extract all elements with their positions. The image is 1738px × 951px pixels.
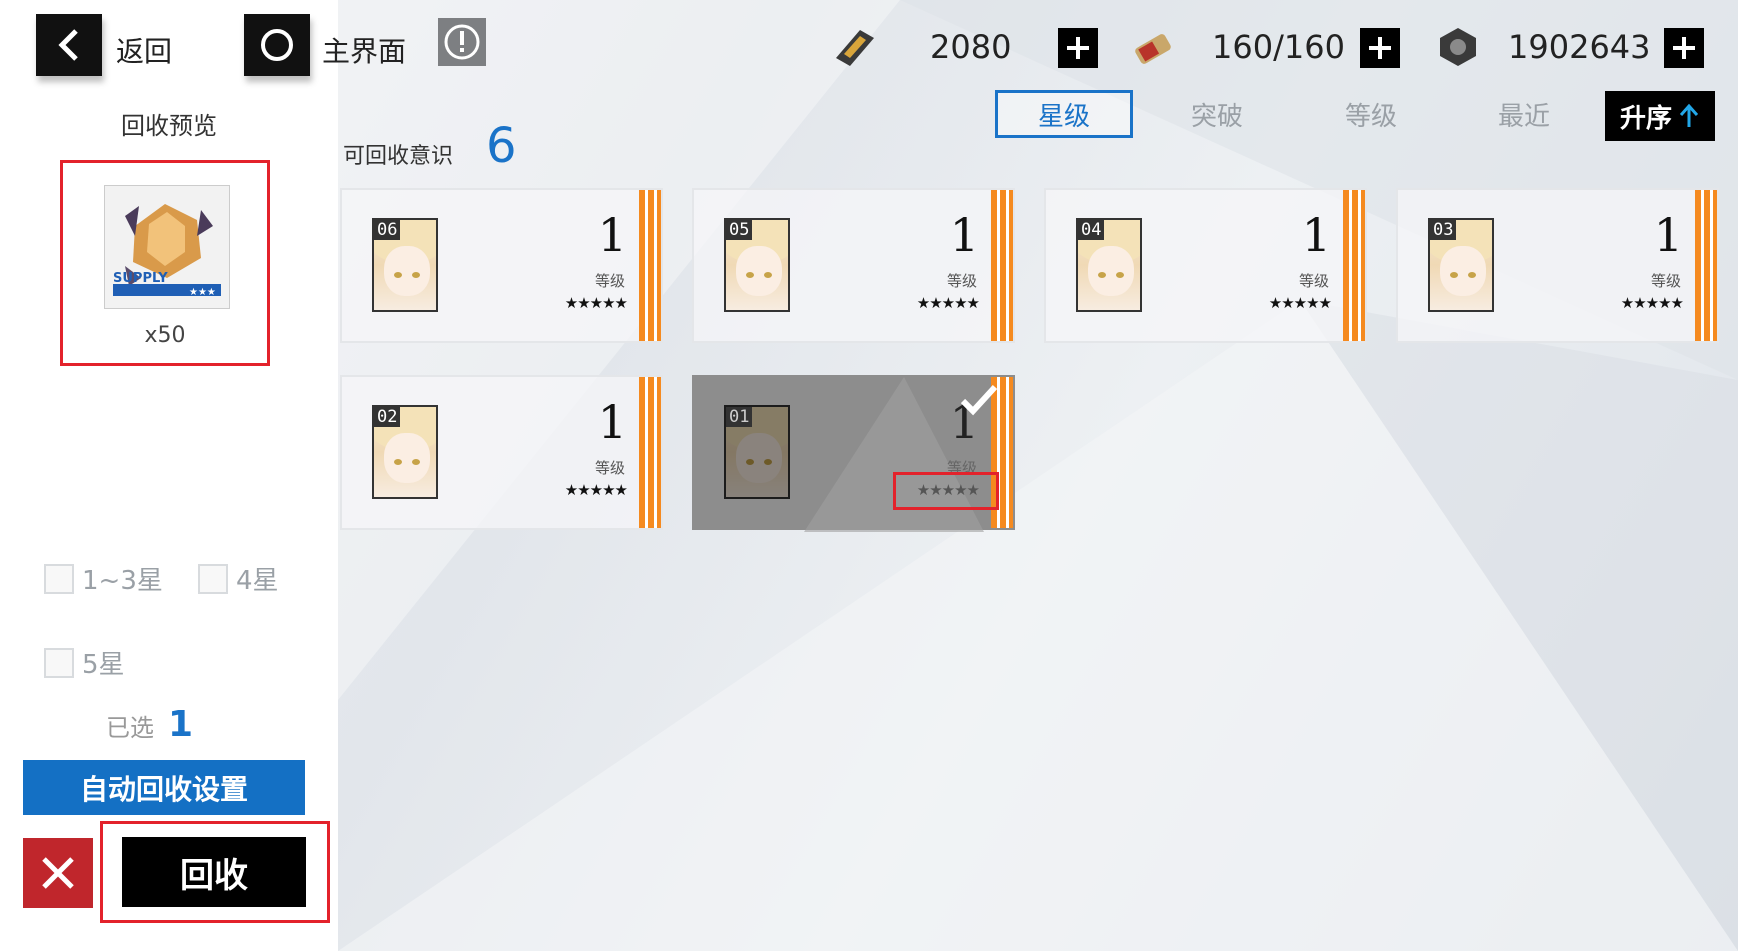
add-stamina-button[interactable] xyxy=(1360,28,1400,68)
memory-card[interactable]: 02 1 等级 ★★★★★ xyxy=(340,375,663,530)
add-coins-button[interactable] xyxy=(1664,28,1704,68)
card-level: 1 xyxy=(1653,208,1683,262)
card-level: 1 xyxy=(597,208,627,262)
rarity-stripe xyxy=(1695,190,1717,341)
tab-breakthrough[interactable]: 突破 xyxy=(1190,101,1243,132)
tab-star-rank[interactable]: 星级 xyxy=(995,90,1133,138)
card-number: 01 xyxy=(726,407,753,427)
memory-card-selected[interactable]: 01 1 等级 ★★★★★ xyxy=(692,375,1015,532)
stamina-value: 160/160 xyxy=(1212,28,1345,66)
stars-highlight xyxy=(893,472,999,510)
card-level-label: 等级 xyxy=(594,272,625,290)
rarity-stripe xyxy=(639,190,661,341)
card-number: 03 xyxy=(1430,220,1457,240)
battery-icon xyxy=(1135,34,1171,64)
selection-overlay xyxy=(804,377,984,532)
rarity-stripe xyxy=(639,377,661,528)
coin-icon xyxy=(1440,28,1476,66)
plus-icon xyxy=(1673,37,1695,59)
character-portrait xyxy=(372,218,438,312)
plus-icon xyxy=(1067,37,1089,59)
checkbox[interactable] xyxy=(198,563,228,594)
supply-quantity: x50 xyxy=(144,323,186,348)
supply-item-icon: SUPPLY ★★★ xyxy=(104,185,230,309)
coins-value: 1902643 xyxy=(1508,28,1651,66)
ticket-value: 2080 xyxy=(930,28,1012,66)
auto-recycle-settings-button[interactable]: 自动回收设置 xyxy=(23,760,305,815)
character-portrait xyxy=(724,405,790,499)
supply-crystal-icon: SUPPLY ★★★ xyxy=(113,204,221,298)
exclamation-icon xyxy=(444,24,480,60)
card-stars: ★★★★★ xyxy=(564,294,628,312)
card-stars: ★★★★★ xyxy=(916,294,980,312)
recycle-button-highlight xyxy=(100,821,330,923)
recyclable-label: 可回收意识 xyxy=(343,144,454,169)
supply-text: SUPPLY xyxy=(113,271,168,286)
card-number: 06 xyxy=(374,220,401,240)
cancel-button[interactable] xyxy=(23,838,93,908)
card-number: 04 xyxy=(1078,220,1105,240)
character-portrait xyxy=(1076,218,1142,312)
memory-card[interactable]: 04 1 等级 ★★★★★ xyxy=(1044,188,1367,343)
recyclable-count: 6 xyxy=(486,118,517,174)
sort-order-label: 升序 xyxy=(1619,103,1672,134)
filter-4-star[interactable]: 4星 xyxy=(198,560,279,597)
rarity-stripe xyxy=(991,190,1013,341)
card-level: 1 xyxy=(597,395,627,449)
rarity-stripe xyxy=(1343,190,1365,341)
home-button[interactable] xyxy=(244,14,310,76)
card-level: 1 xyxy=(1301,208,1331,262)
selected-count: 1 xyxy=(168,704,194,745)
character-portrait xyxy=(724,218,790,312)
sort-order-button[interactable]: 升序 xyxy=(1605,91,1715,141)
preview-item-highlight: SUPPLY ★★★ x50 xyxy=(60,160,270,366)
card-number: 05 xyxy=(726,220,753,240)
filter-1-3-star[interactable]: 1~3星 xyxy=(44,560,163,597)
filter-5-star[interactable]: 5星 xyxy=(44,644,125,681)
preview-title: 回收预览 xyxy=(121,112,217,140)
memory-card[interactable]: 03 1 等级 ★★★★★ xyxy=(1396,188,1719,343)
add-ticket-button[interactable] xyxy=(1058,28,1098,68)
card-number: 02 xyxy=(374,407,401,427)
card-stars: ★★★★★ xyxy=(1620,294,1684,312)
arrow-up-icon xyxy=(1679,103,1699,127)
supply-stars: ★★★ xyxy=(189,287,216,298)
filter-label: 4星 xyxy=(236,566,279,596)
card-level-label: 等级 xyxy=(946,272,977,290)
checkbox[interactable] xyxy=(44,647,74,678)
checkbox[interactable] xyxy=(44,563,74,594)
memory-card[interactable]: 05 1 等级 ★★★★★ xyxy=(692,188,1015,343)
tab-recent[interactable]: 最近 xyxy=(1497,101,1550,132)
card-level-label: 等级 xyxy=(594,459,625,477)
back-label[interactable]: 返回 xyxy=(116,35,173,68)
selected-label: 已选 xyxy=(106,714,154,742)
card-level-label: 等级 xyxy=(1298,272,1329,290)
card-stars: ★★★★★ xyxy=(1268,294,1332,312)
info-button[interactable] xyxy=(438,18,486,66)
card-level-label: 等级 xyxy=(1650,272,1681,290)
memory-card[interactable]: 06 1 等级 ★★★★★ xyxy=(340,188,663,343)
filter-label: 1~3星 xyxy=(82,566,163,596)
card-stars: ★★★★★ xyxy=(564,481,628,499)
tab-level[interactable]: 等级 xyxy=(1344,101,1397,132)
ticket-icon xyxy=(836,30,874,66)
checkmark-icon xyxy=(960,384,998,416)
recycle-button[interactable]: 回收 xyxy=(122,837,306,907)
plus-icon xyxy=(1369,37,1391,59)
selected-counter: 已选 1 xyxy=(106,704,193,745)
filter-label: 5星 xyxy=(82,650,125,680)
back-button[interactable] xyxy=(36,14,102,76)
card-level: 1 xyxy=(949,208,979,262)
circle-home-icon xyxy=(261,29,293,61)
home-label[interactable]: 主界面 xyxy=(322,35,407,68)
card-stars: ★★★★★ xyxy=(916,481,980,499)
close-icon xyxy=(42,857,74,889)
chevron-left-icon xyxy=(58,29,78,61)
